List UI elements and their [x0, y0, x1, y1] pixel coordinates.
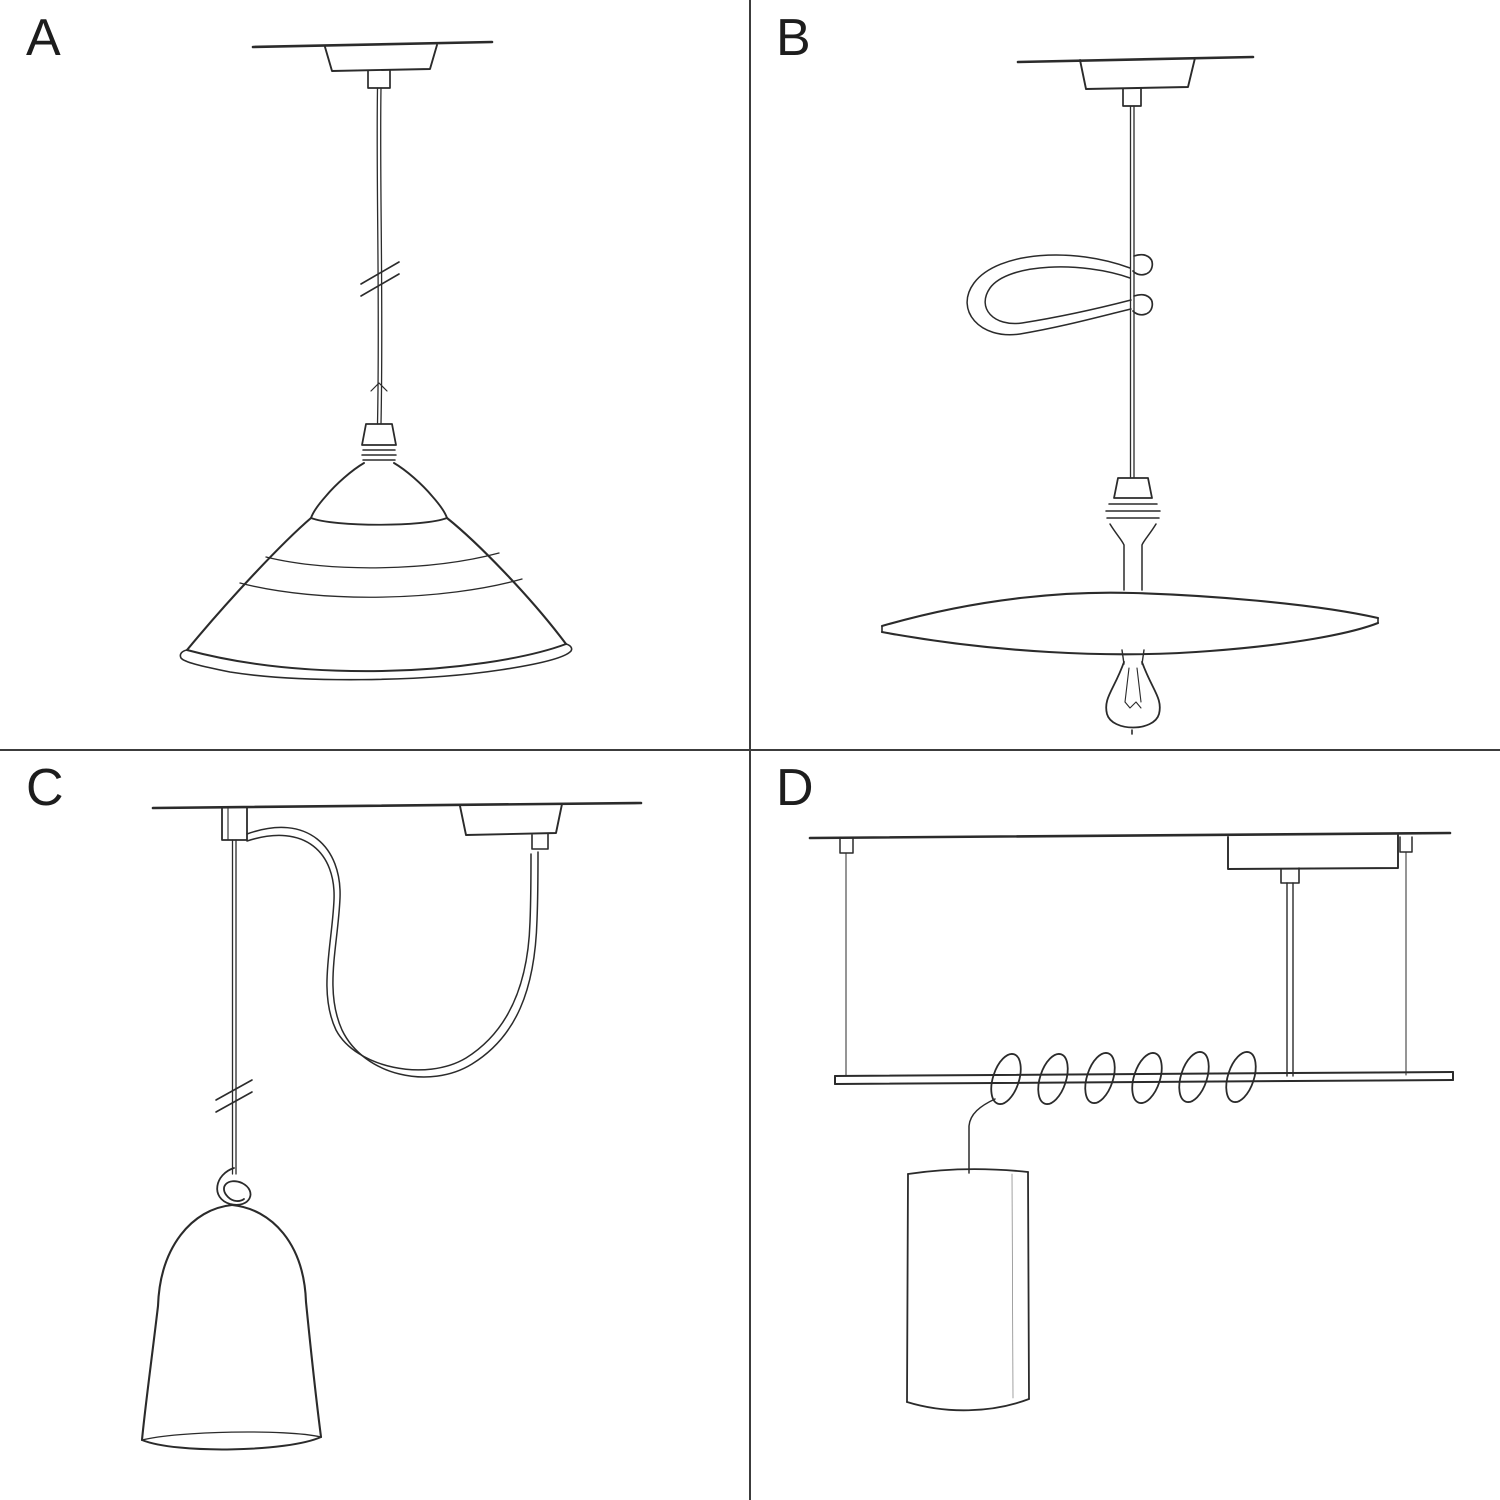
ceiling-rose	[1227, 834, 1399, 884]
ceiling-mount	[1016, 55, 1255, 107]
ceiling-line	[808, 831, 1452, 840]
center-rod	[1286, 882, 1294, 1077]
pendant-cable	[376, 87, 383, 425]
ceiling-hook	[221, 807, 248, 841]
cable-adjust-chevron-icon	[370, 382, 388, 392]
cable-loop	[966, 254, 1132, 336]
lamp-holder	[1105, 477, 1161, 591]
drop-cable	[231, 839, 237, 1175]
panel-c-label: C	[26, 759, 65, 817]
pendant-sketch-a	[179, 40, 573, 681]
divider-horizontal	[0, 749, 1500, 751]
suspension-wires	[839, 836, 1413, 1076]
tube-pendant	[906, 1168, 1030, 1412]
flat-plate-shade	[880, 591, 1380, 656]
pendant-cable	[1129, 105, 1135, 479]
pendant-sketch-b	[880, 55, 1380, 735]
lamp-holder	[310, 423, 448, 526]
cable-shortening-marks	[215, 1079, 253, 1113]
industrial-shade	[179, 516, 573, 681]
cable-hook-clip	[1132, 253, 1154, 316]
coiled-cable	[990, 1051, 1257, 1105]
ceiling-line	[151, 801, 643, 810]
panel-d-label: D	[776, 759, 815, 817]
pendant-sketch-d	[808, 831, 1454, 1412]
horizontal-bar	[834, 1071, 1454, 1085]
bell-shade	[140, 1203, 323, 1451]
swag-cable	[246, 826, 539, 1078]
ceiling-mount	[251, 40, 494, 89]
panel-a-label: A	[26, 9, 62, 67]
light-bulb	[1105, 649, 1161, 735]
panel-a: A	[0, 0, 750, 750]
panel-c: C	[0, 750, 750, 1500]
cable-shortening-marks	[360, 261, 400, 297]
panel-b-label: B	[776, 9, 812, 67]
cable-knot	[216, 1167, 252, 1206]
drop-cable	[968, 1098, 996, 1174]
pendant-sketch-c	[140, 801, 643, 1451]
panel-b: B	[750, 0, 1500, 750]
ceiling-rose	[459, 803, 563, 850]
panel-d: D	[750, 750, 1500, 1500]
